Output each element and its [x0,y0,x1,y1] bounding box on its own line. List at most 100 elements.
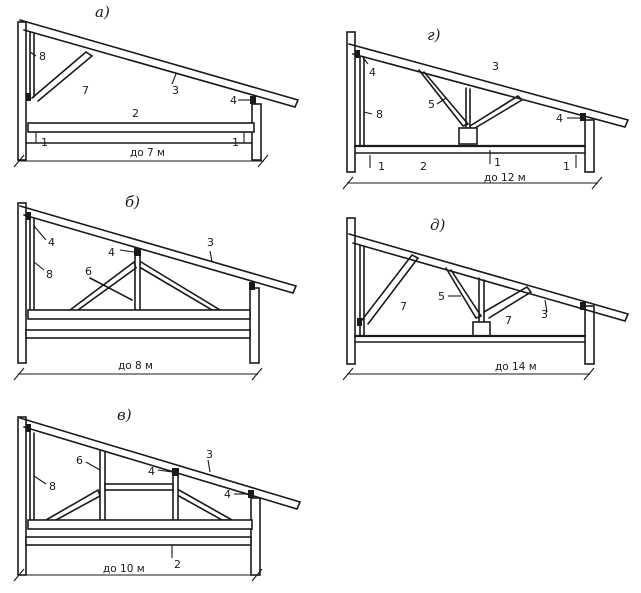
label-2: 2 [132,107,139,120]
label-8: 8 [376,108,383,121]
label-7: 7 [82,84,89,97]
dimension-tick-right [251,367,263,381]
leader-3 [207,459,211,473]
span-label: до 14 м [495,361,537,373]
span-label: до 12 м [484,172,526,184]
scheme-d: д) 7 5 7 3 до 14 м [342,216,630,381]
strut [31,50,94,102]
dimension-tick-right [251,568,263,582]
leader-4-mid [119,249,135,253]
label-4-mid: 4 [108,246,115,259]
label-1-a: 1 [378,160,385,173]
label-8: 8 [39,50,46,63]
leader-3 [171,73,177,85]
strut-left [45,488,101,521]
dimension-tick-left [342,367,354,381]
label-4-mid: 4 [148,465,155,478]
scheme-a: а) 8 7 3 2 4 1 1 до 7 м [13,3,300,168]
scheme-title: г) [427,26,441,44]
dimension-tick-left [13,154,25,168]
queen-post-cap [172,468,179,476]
leader-4-mid [157,469,173,473]
scheme-title: д) [430,216,446,234]
left-mauerlat [26,93,31,101]
right-mauerlat [249,282,255,290]
strut-left [69,260,137,311]
label-7-right: 7 [505,314,512,327]
dimension-tick-right [257,154,269,168]
span-label: до 8 м [118,360,153,372]
dimension-tick-right [583,367,595,381]
label-2: 2 [420,160,427,173]
label-1-b: 1 [494,156,501,169]
label-4-right: 4 [224,488,231,501]
strut-center-right [483,285,533,319]
right-mauerlat [580,302,586,310]
label-1-c: 1 [563,160,570,173]
span-label: до 10 м [103,563,145,575]
leader-8 [33,475,47,485]
right-wall [584,305,595,365]
left-wall [346,217,356,365]
right-wall [249,287,260,364]
leader-3 [544,299,548,313]
tie-beam [27,309,251,320]
label-5: 5 [428,98,435,111]
dimension-tick-left [13,568,25,582]
label-3: 3 [541,308,548,321]
label-4-right: 4 [556,112,563,125]
support-block [458,127,478,145]
strut-left-long [361,253,420,325]
label-4-left: 4 [369,66,376,79]
left-wall [17,416,27,576]
ceiling-beam [25,536,252,546]
leader-4-left [361,55,369,65]
left-wall [17,202,27,364]
right-wall [250,497,261,576]
label-4-left: 4 [48,236,55,249]
label-2: 2 [174,558,181,571]
tie-beam [27,519,253,530]
king-post-cap [134,248,141,256]
label-6: 6 [85,265,92,278]
label-3: 3 [206,448,213,461]
label-3: 3 [207,236,214,249]
label-1-left: 1 [41,136,48,149]
dimension-tick-left [13,367,25,381]
label-1-right: 1 [232,136,239,149]
rafter [348,233,630,322]
label-5: 5 [438,290,445,303]
label-4: 4 [230,94,237,107]
left-wall [17,21,27,161]
rafter [19,205,298,294]
label-8: 8 [49,480,56,493]
right-mauerlat [250,96,256,104]
label-7-left: 7 [400,300,407,313]
leader-4-left [33,225,47,241]
scheme-title: а) [95,3,110,21]
left-wall [346,31,356,173]
scheme-title: б) [125,193,140,211]
scheme-title: в) [117,406,132,424]
scheme-g: г) 4 8 5 3 4 1 2 1 1 до 12 м [342,26,630,190]
rafter [19,19,300,108]
ceiling-beam [25,329,251,339]
scheme-v: в) 6 4 3 8 4 2 до 10 м [13,406,302,582]
leader-8 [33,261,45,271]
label-8: 8 [46,268,53,281]
leader-8 [363,111,373,115]
support-block [472,321,491,337]
leader-5 [436,97,447,105]
collar-beam [104,483,174,491]
dimension-tick-right [591,176,603,190]
strut-6 [89,277,133,301]
rafter [348,43,630,128]
label-3: 3 [492,60,499,73]
left-mauerlat [355,50,360,58]
tie-beam [27,122,255,133]
right-mauerlat [248,490,254,498]
right-mauerlat [580,113,586,121]
right-wall [584,119,595,173]
rafter [19,417,302,510]
